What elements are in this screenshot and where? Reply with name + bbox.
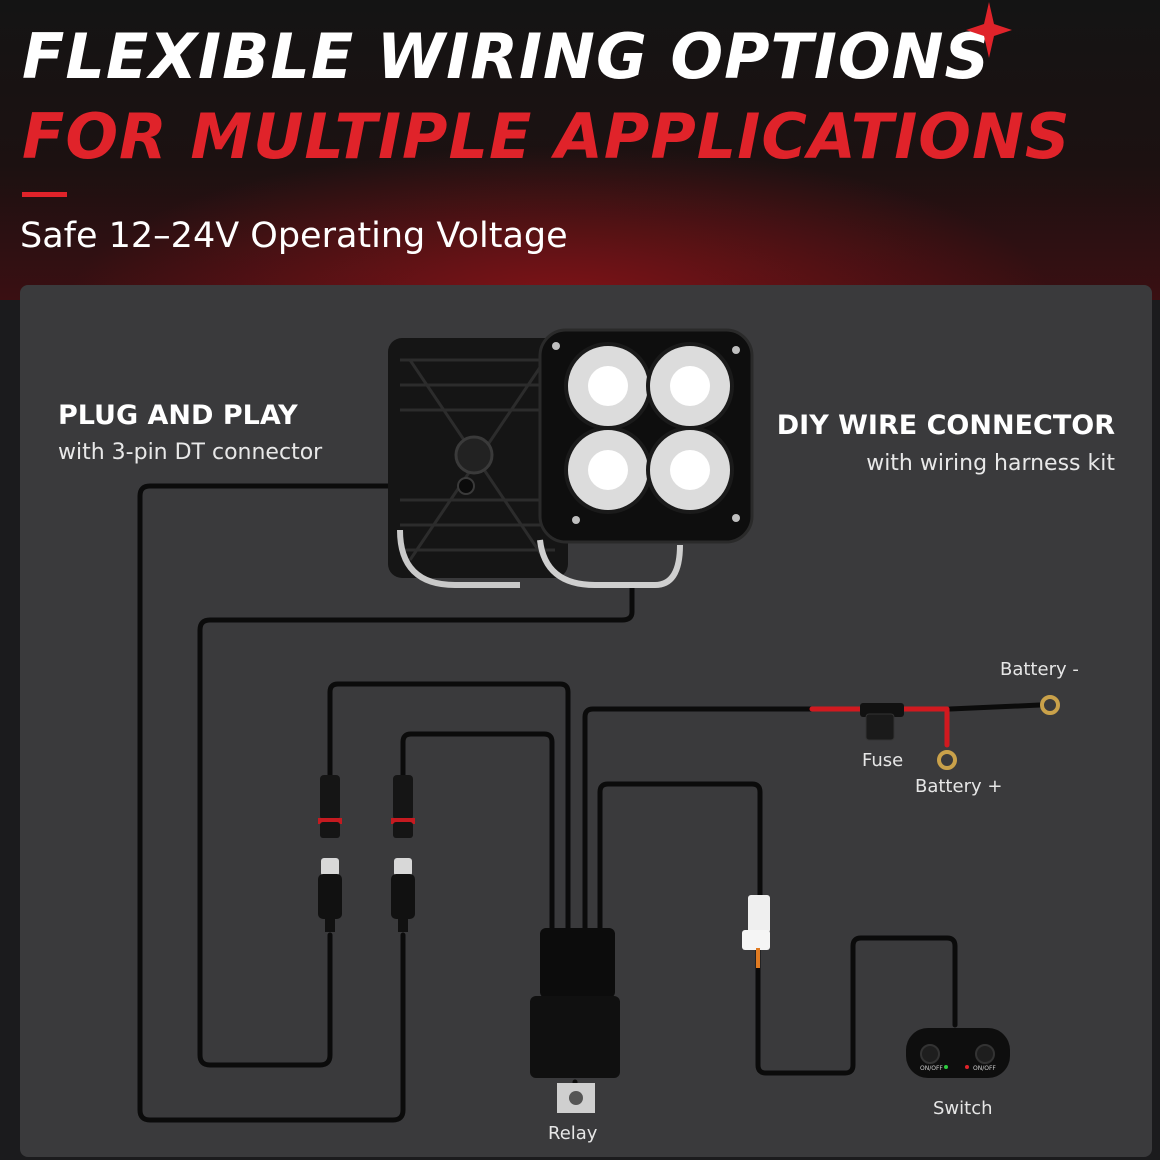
wire-relay-battery (582, 706, 815, 933)
battery-negative-terminal (1040, 695, 1060, 715)
diy-wire-connector-subtitle: with wiring harness kit (866, 451, 1115, 476)
wire-connector-right (400, 731, 555, 933)
dt-connector-female-right (391, 775, 415, 838)
battery-positive-terminal (937, 750, 957, 770)
plug-and-play-subtitle: with 3-pin DT connector (58, 440, 323, 465)
dt-connector-male-right (391, 858, 415, 932)
wire-light-inner (197, 582, 635, 1068)
wire-battery-neg (947, 702, 1043, 712)
fuse-icon (860, 703, 904, 741)
wire-switch-loop (755, 935, 958, 1076)
relay-icon (530, 928, 620, 1113)
wire-connector-left (327, 681, 571, 933)
switch-plug-connector (742, 895, 770, 968)
title-line-1: FLEXIBLE WIRING OPTIONS (22, 20, 991, 93)
switch-label: Switch (933, 1098, 993, 1119)
dt-connector-male-left (318, 858, 342, 932)
header-banner: FLEXIBLE WIRING OPTIONS FOR MULTIPLE APP… (0, 0, 1160, 300)
accent-bar (22, 192, 67, 197)
relay-label: Relay (548, 1123, 598, 1144)
rocker-switch-icon: ON/OFF ON/OFF (906, 1028, 1010, 1078)
wire-relay-switch (597, 781, 763, 933)
dt-connector-female-left (318, 775, 342, 838)
diy-wire-connector-title: DIY WIRE CONNECTOR (776, 410, 1115, 441)
plug-and-play-title: PLUG AND PLAY (58, 400, 298, 431)
switch-button-label-left: ON/OFF (920, 1065, 943, 1072)
battery-negative-label: Battery - (1000, 659, 1079, 680)
sparkle-icon (966, 2, 1012, 58)
subtitle: Safe 12–24V Operating Voltage (20, 216, 568, 256)
switch-button-label-right: ON/OFF (973, 1065, 996, 1072)
fuse-label: Fuse (862, 750, 904, 771)
battery-positive-label: Battery + (915, 776, 1003, 797)
led-light-pod-icon (388, 328, 754, 588)
wire-red-fuse-right (899, 706, 950, 748)
title-line-2: FOR MULTIPLE APPLICATIONS (22, 100, 1071, 173)
wire-dt-outer (137, 483, 473, 1123)
